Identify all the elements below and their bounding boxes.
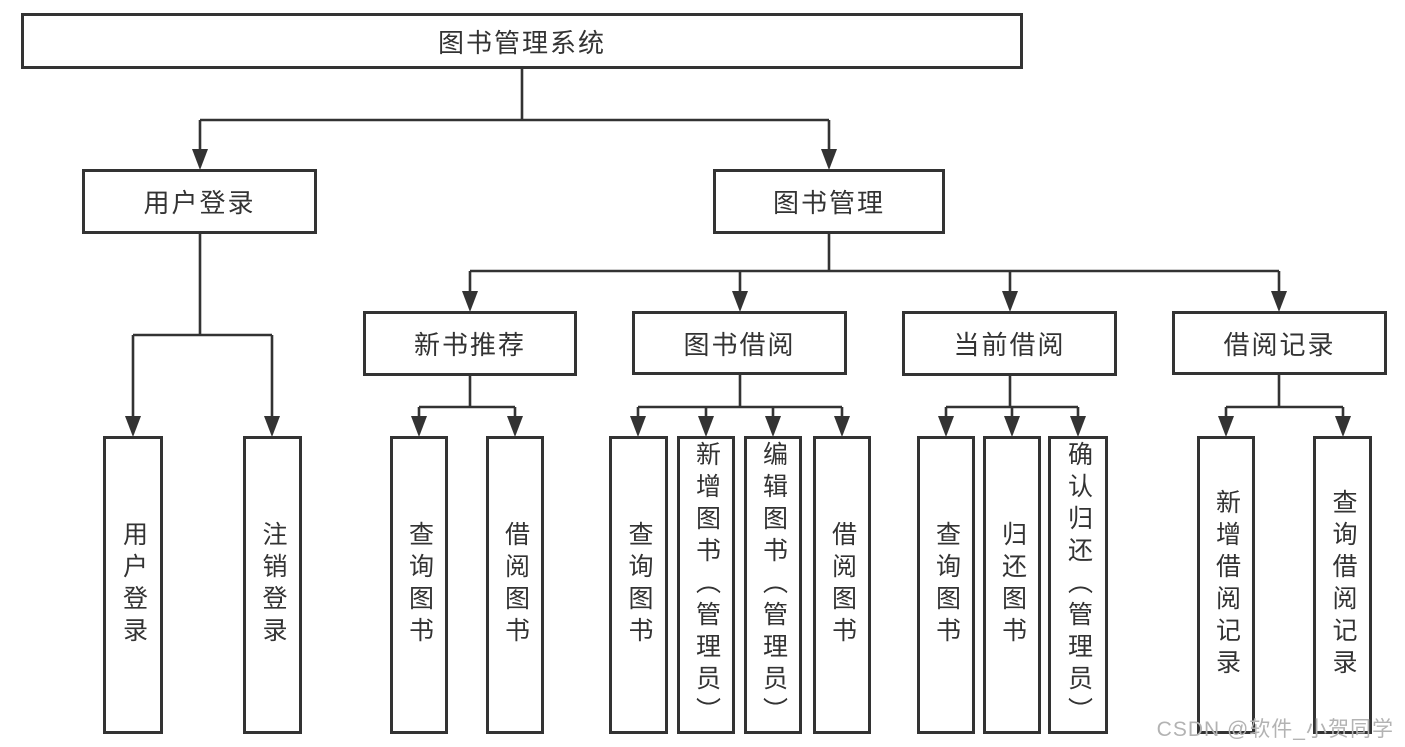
connector-lines — [131, 69, 1345, 421]
arrowhead — [264, 416, 280, 437]
arrowheads — [125, 149, 1351, 437]
leaf-add-book-admin: 新增图书（管理员） — [677, 436, 735, 734]
connector — [468, 233, 1281, 296]
connector — [944, 376, 1080, 421]
node-label: 新书推荐 — [413, 330, 526, 360]
leaf-query-borrow-record: 查询借阅记录 — [1313, 436, 1372, 734]
arrowhead — [630, 416, 646, 437]
node-label: 借阅图书 — [828, 521, 857, 649]
node-label: 确认归还（管理员） — [1064, 441, 1093, 729]
leaf-logout: 注销登录 — [243, 436, 302, 734]
connector — [417, 375, 517, 421]
arrowhead — [1002, 291, 1018, 312]
leaf-return-book: 归还图书 — [983, 436, 1041, 734]
node-label: 归还图书 — [998, 521, 1027, 649]
node-label: 查询图书 — [405, 521, 434, 649]
arrowhead — [732, 291, 748, 312]
arrowhead — [938, 416, 954, 437]
leaf-add-borrow-record: 新增借阅记录 — [1197, 436, 1255, 734]
node-new-book-recommend: 新书推荐 — [363, 311, 577, 376]
arrowhead — [192, 149, 208, 170]
node-current-borrowing: 当前借阅 — [902, 311, 1117, 376]
node-user-login: 用户登录 — [82, 169, 317, 234]
arrowhead — [1004, 416, 1020, 437]
node-label: 用户登录 — [119, 521, 148, 649]
connector — [1224, 375, 1345, 421]
node-label: 用户登录 — [143, 188, 256, 218]
node-label: 新增图书（管理员） — [692, 441, 721, 729]
leaf-edit-book-admin: 编辑图书（管理员） — [744, 436, 802, 734]
arrowhead — [1218, 416, 1234, 437]
node-label: 当前借阅 — [953, 330, 1066, 360]
node-label: 查询图书 — [625, 521, 653, 649]
node-book-borrowing: 图书借阅 — [632, 311, 847, 375]
node-library-management-system: 图书管理系统 — [21, 13, 1023, 69]
node-label: 注销登录 — [259, 521, 287, 649]
csdn-watermark: CSDN @软件_小贺同学 — [1156, 718, 1394, 741]
leaf-borrow-book-recommend: 借阅图书 — [486, 436, 544, 734]
arrowhead — [1271, 291, 1287, 312]
arrowhead — [821, 149, 837, 170]
arrowhead — [698, 416, 714, 437]
leaf-borrow-book-borrowing: 借阅图书 — [813, 436, 871, 734]
node-label: 图书管理系统 — [437, 27, 606, 58]
node-label: 查询图书 — [932, 521, 961, 649]
leaf-query-book-current: 查询图书 — [917, 436, 975, 734]
arrowhead — [1070, 416, 1086, 437]
node-label: 图书管理 — [772, 188, 885, 218]
leaf-query-book-borrowing: 查询图书 — [609, 436, 668, 734]
leaf-confirm-return-admin: 确认归还（管理员） — [1048, 436, 1108, 734]
arrowhead — [507, 416, 523, 437]
node-book-management: 图书管理 — [713, 169, 945, 234]
connector — [198, 69, 831, 154]
node-borrowing-records: 借阅记录 — [1172, 311, 1387, 375]
node-label: 借阅记录 — [1223, 329, 1336, 360]
arrowhead — [411, 416, 427, 437]
node-label: 新增借阅记录 — [1212, 489, 1241, 681]
connector — [131, 233, 274, 421]
arrowhead — [1335, 416, 1351, 437]
node-label: 图书借阅 — [683, 329, 796, 360]
arrowhead — [125, 416, 141, 437]
arrowhead — [462, 291, 478, 312]
leaf-query-book-recommend: 查询图书 — [390, 436, 448, 734]
node-label: 查询借阅记录 — [1329, 489, 1357, 681]
node-label: 编辑图书（管理员） — [759, 441, 788, 729]
arrowhead — [765, 416, 781, 437]
node-label: 借阅图书 — [501, 521, 530, 649]
leaf-user-login: 用户登录 — [103, 436, 163, 734]
arrowhead — [834, 416, 850, 437]
connector — [636, 374, 844, 421]
